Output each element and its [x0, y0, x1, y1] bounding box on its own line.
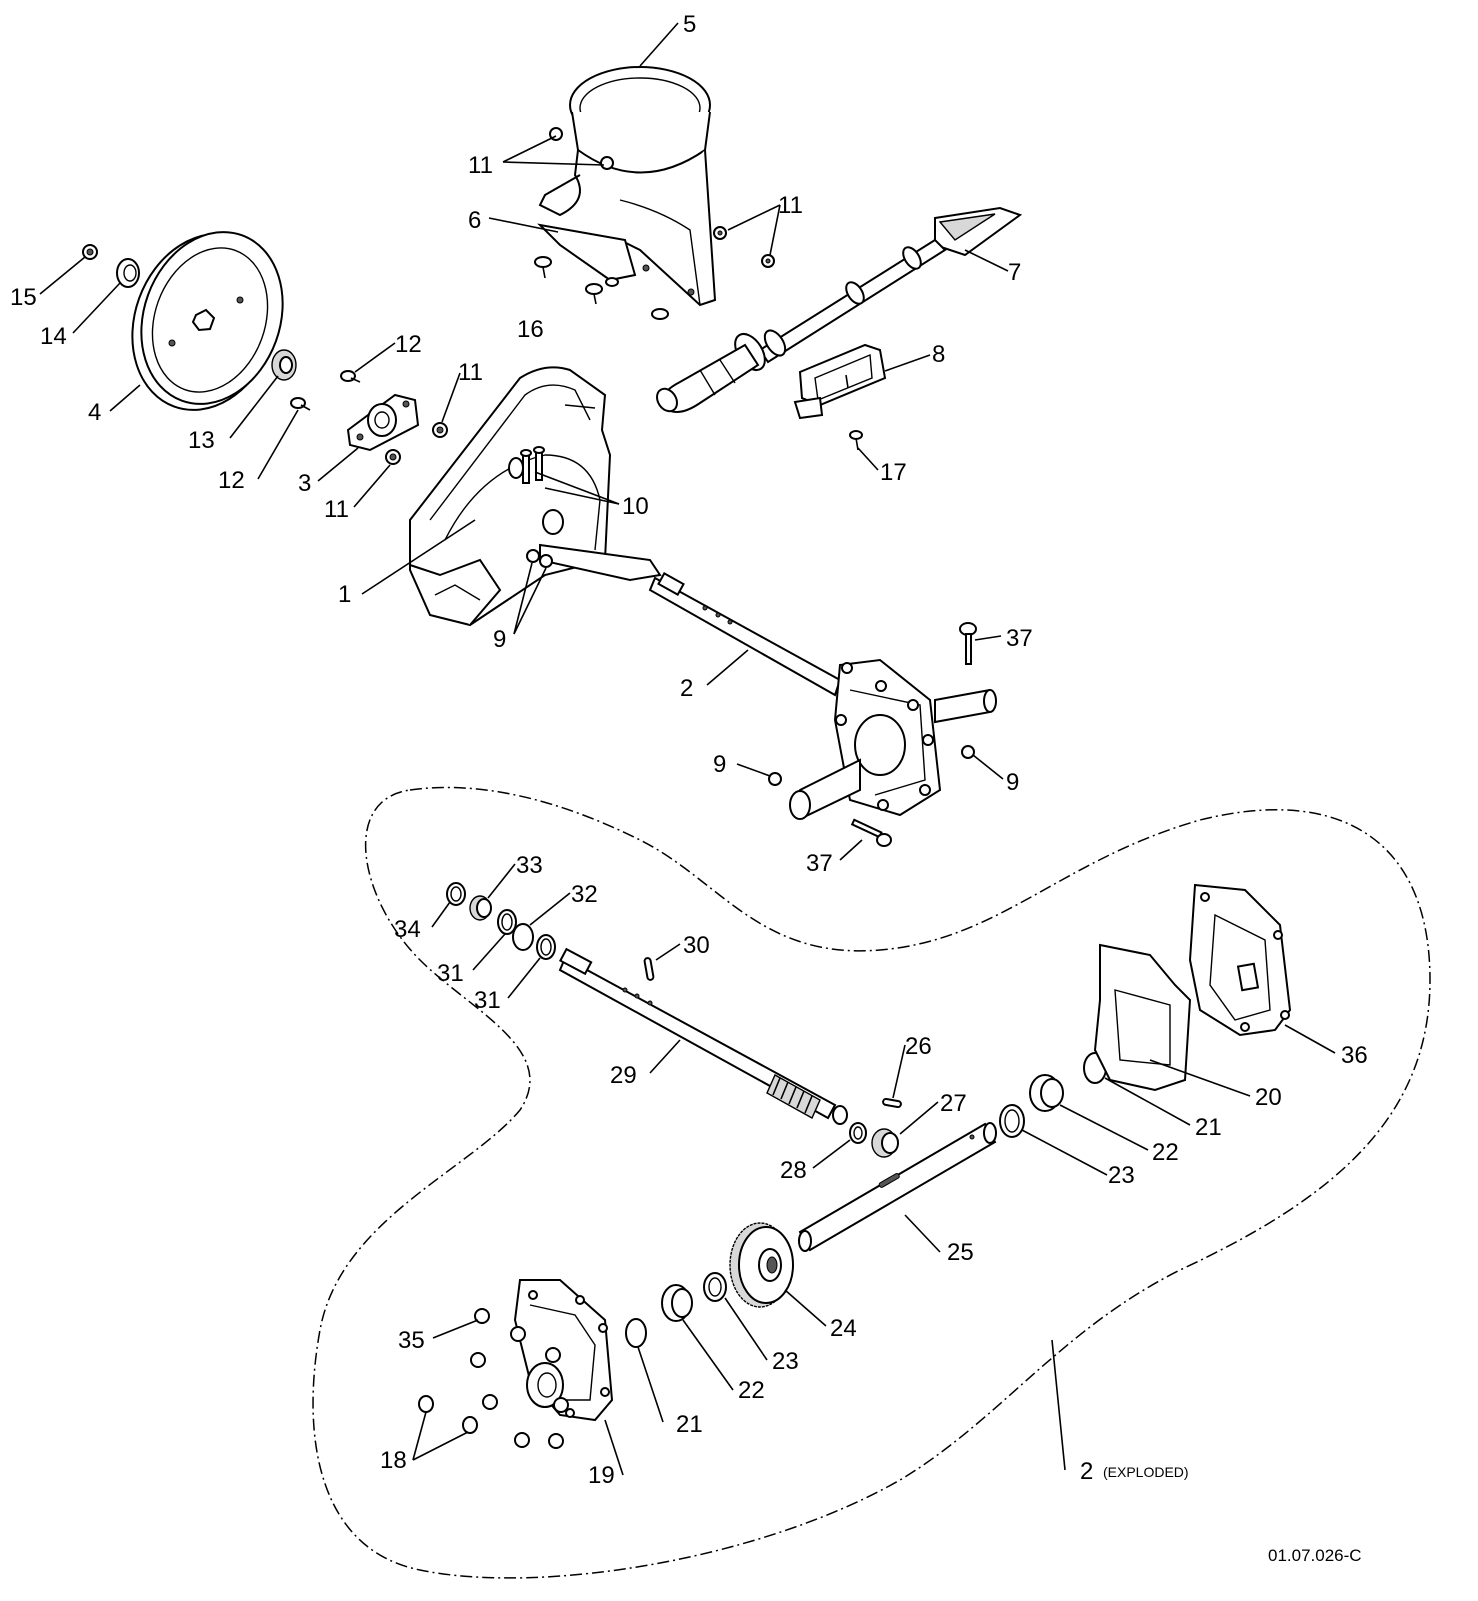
- gear-housing-part-19: [513, 1279, 614, 1422]
- bearing-13: [271, 349, 297, 381]
- callout-1: 1: [338, 581, 351, 608]
- callout-37-top: 37: [1006, 625, 1033, 652]
- screws-35: [470, 1308, 569, 1449]
- callout-34: 34: [394, 916, 421, 943]
- callout-7: 7: [1008, 259, 1021, 286]
- callout-4: 4: [88, 399, 101, 426]
- callout-13: 13: [188, 427, 215, 454]
- callout-11-right: 11: [778, 192, 803, 219]
- callout-21-right: 21: [1195, 1114, 1222, 1141]
- washer-31-b: [536, 934, 556, 960]
- nuts-11-middle: [385, 422, 448, 465]
- nut-15: [82, 244, 98, 260]
- bushing-22-left: [661, 1284, 693, 1322]
- washer-28: [849, 1122, 867, 1144]
- callout-22-right: 22: [1152, 1139, 1179, 1166]
- bearing-14: [116, 258, 140, 288]
- callout-6: 6: [468, 207, 481, 234]
- bushing-27: [871, 1128, 899, 1158]
- callout-9-right: 9: [1006, 769, 1019, 796]
- callout-labels: 5 11 11 6 7 16 15 14 12 8 11 4 13 17 12 …: [10, 11, 1368, 1565]
- bolt-37-lower: [850, 818, 892, 847]
- callout-35: 35: [398, 1327, 425, 1354]
- washer-31-a: [497, 909, 517, 935]
- callout-32: 32: [571, 881, 598, 908]
- callout-37-bottom: 37: [806, 850, 833, 877]
- callout-24: 24: [830, 1315, 857, 1342]
- bushing-33: [469, 895, 492, 921]
- plugs-18: [418, 1395, 478, 1434]
- callout-30: 30: [683, 932, 710, 959]
- pulley-part-4: [131, 231, 284, 411]
- callout-29: 29: [610, 1062, 637, 1089]
- callout-31-b: 31: [474, 987, 501, 1014]
- callout-11-bottom: 11: [324, 496, 349, 523]
- bolt-37-upper: [959, 622, 977, 665]
- callout-12-top: 12: [395, 331, 422, 358]
- gasket-part-20: [1093, 943, 1192, 1092]
- callout-14: 14: [40, 323, 67, 350]
- callout-18: 18: [380, 1447, 407, 1474]
- seal-32: [512, 923, 534, 951]
- callout-28: 28: [780, 1157, 807, 1184]
- screw-17: [849, 430, 863, 451]
- bushing-22-right: [1029, 1074, 1064, 1112]
- callout-9-left: 9: [713, 751, 726, 778]
- callout-16: 16: [517, 316, 544, 343]
- gearbox-assembly-part-2: [648, 572, 997, 820]
- washer-34: [446, 882, 466, 906]
- washer-23-right: [999, 1104, 1025, 1138]
- nuts-9-gearbox: [768, 745, 975, 786]
- bolts-12: [290, 370, 361, 411]
- callout-20: 20: [1255, 1084, 1282, 1111]
- callout-15: 15: [10, 284, 37, 311]
- callout-8: 8: [932, 341, 945, 368]
- exploded-note: (EXPLODED): [1103, 1464, 1189, 1480]
- leader-lines: [39, 22, 1336, 1476]
- seal-21-left: [625, 1318, 647, 1348]
- figure-reference: 01.07.026-C: [1268, 1546, 1362, 1565]
- washer-23-left: [703, 1272, 727, 1302]
- callout-3: 3: [298, 470, 311, 497]
- callout-22-left: 22: [738, 1377, 765, 1404]
- axle-part-25: [798, 1122, 997, 1252]
- callout-12-bottom: 12: [218, 467, 245, 494]
- callout-9-housing: 9: [493, 626, 506, 653]
- callout-23-left: 23: [772, 1348, 799, 1375]
- callout-25: 25: [947, 1239, 974, 1266]
- pin-30: [643, 957, 655, 981]
- callout-26: 26: [905, 1033, 932, 1060]
- callout-33: 33: [516, 852, 543, 879]
- callout-27: 27: [940, 1090, 967, 1117]
- callout-11-top: 11: [468, 152, 493, 179]
- auger-housing-part-1: [409, 366, 662, 627]
- crank-bracket-part-8: [793, 343, 887, 420]
- nuts-9-housing: [526, 549, 553, 568]
- callout-21-left: 21: [676, 1411, 703, 1438]
- gear-part-24: [729, 1222, 794, 1308]
- gear-housing-part-36: [1188, 883, 1292, 1037]
- callout-17: 17: [880, 459, 907, 486]
- callout-5: 5: [683, 11, 696, 38]
- callout-11-mid: 11: [458, 359, 483, 386]
- callout-2: 2: [680, 675, 693, 702]
- crank-rod-part-7: [656, 206, 1023, 413]
- worm-shaft-part-29: [558, 947, 848, 1125]
- chute-part-5: [537, 66, 717, 307]
- flange-nuts-11-upper: [713, 226, 775, 268]
- callout-31-a: 31: [437, 960, 464, 987]
- callout-2-exploded: 2: [1080, 1458, 1093, 1485]
- pin-26: [882, 1097, 902, 1109]
- callout-23-right: 23: [1108, 1162, 1135, 1189]
- callout-36: 36: [1341, 1042, 1368, 1069]
- callout-10: 10: [622, 493, 649, 520]
- bearing-flange-part-3: [346, 393, 420, 452]
- callout-19: 19: [588, 1462, 615, 1489]
- carriage-bolts-16: [534, 256, 669, 320]
- exploded-view-boundary: [312, 786, 1431, 1579]
